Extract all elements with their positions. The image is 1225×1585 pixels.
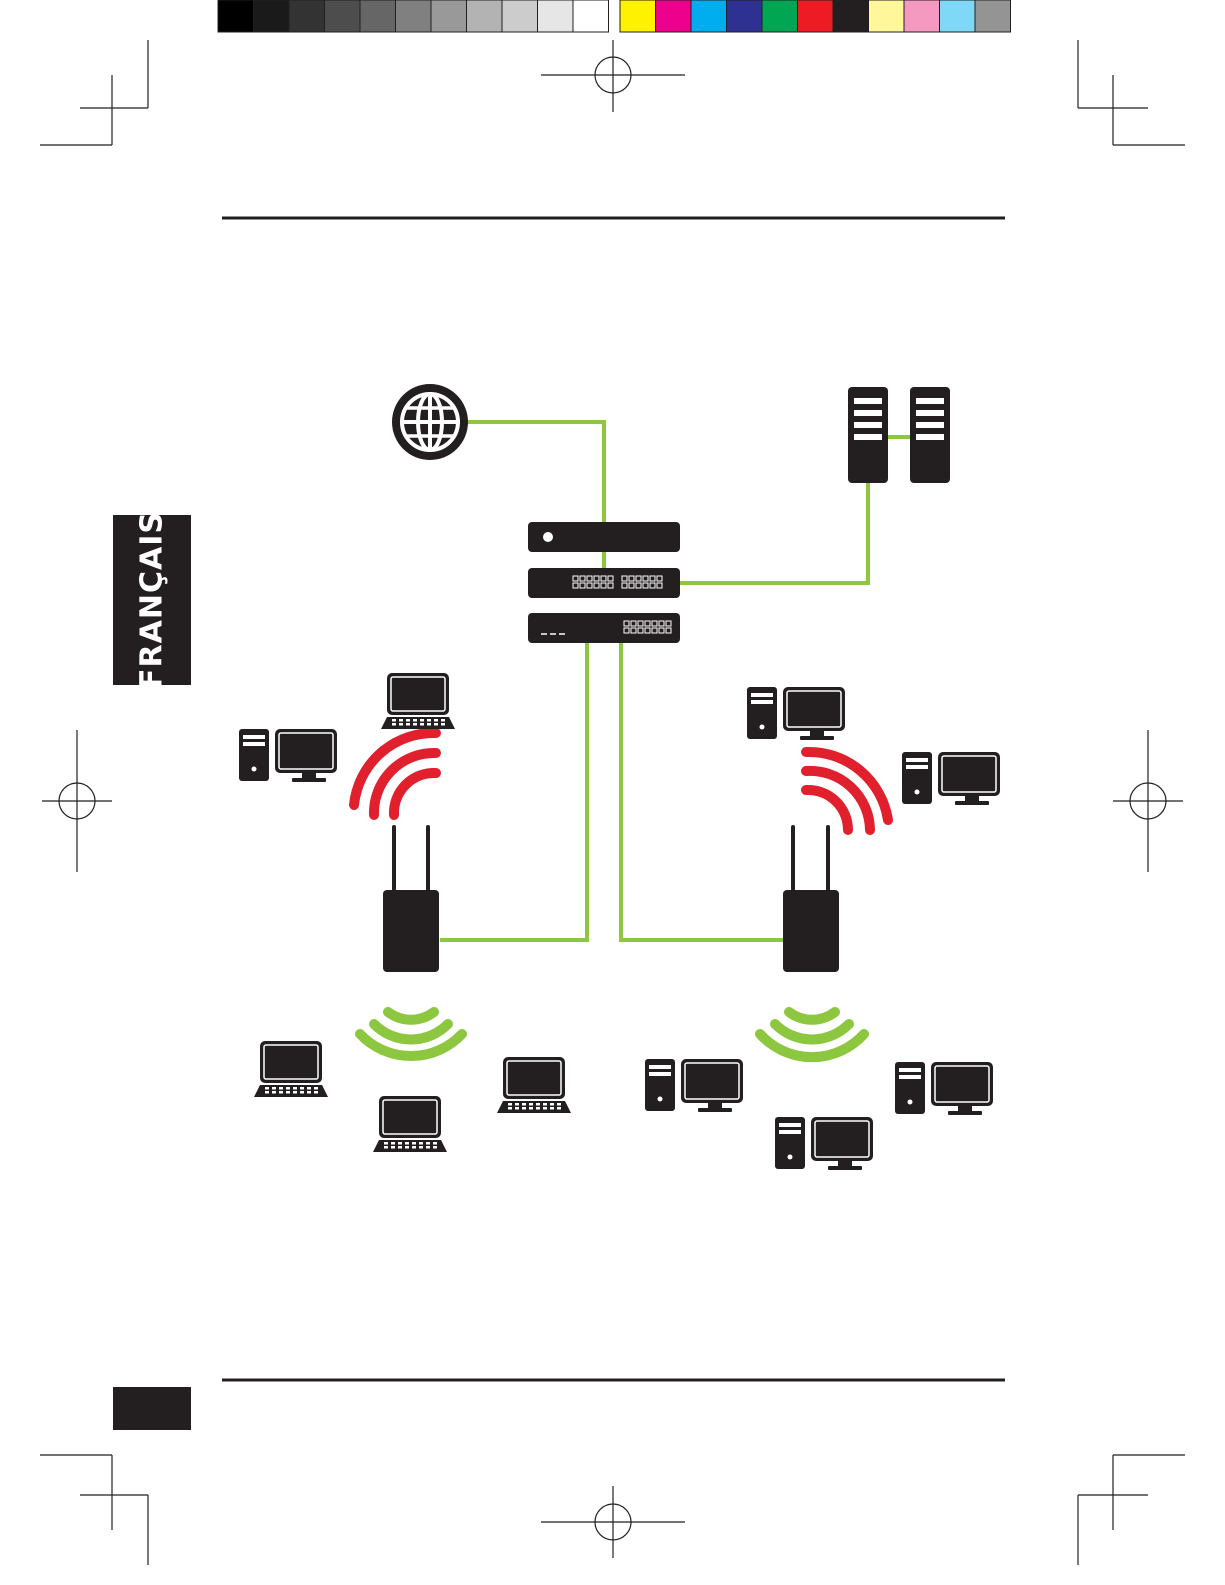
color-swatch bbox=[975, 0, 1011, 32]
gray-swatch bbox=[502, 0, 538, 32]
language-side-tab: FRANÇAIS bbox=[113, 515, 191, 685]
wifi-signal-right-red bbox=[806, 752, 888, 830]
network-links bbox=[440, 422, 910, 940]
gray-swatch bbox=[431, 0, 467, 32]
color-swatch bbox=[656, 0, 692, 32]
page-number-tab bbox=[113, 1387, 191, 1430]
color-swatch bbox=[940, 0, 976, 32]
color-swatch bbox=[691, 0, 727, 32]
gray-swatch bbox=[289, 0, 325, 32]
printer-color-bar bbox=[218, 0, 1011, 32]
registration-mark-left bbox=[42, 730, 112, 872]
gray-swatch bbox=[467, 0, 503, 32]
language-side-tab-label: FRANÇAIS bbox=[135, 511, 170, 689]
gray-swatch bbox=[360, 0, 396, 32]
desktop-icon bbox=[747, 687, 845, 740]
laptop-icon bbox=[497, 1057, 571, 1113]
color-swatch bbox=[833, 0, 869, 32]
laptop-icon bbox=[381, 673, 455, 729]
gray-swatch bbox=[573, 0, 609, 32]
desktop-icon bbox=[902, 752, 1000, 805]
wifi-signal-left-green bbox=[360, 1012, 462, 1056]
access-point-left-icon bbox=[383, 825, 439, 972]
laptop-icon bbox=[373, 1096, 447, 1152]
color-swatch bbox=[904, 0, 940, 32]
desktop-icon bbox=[239, 729, 337, 782]
gray-swatch bbox=[538, 0, 574, 32]
router-icon bbox=[528, 522, 680, 552]
registration-mark-bottom bbox=[541, 1486, 685, 1558]
gray-swatch bbox=[254, 0, 290, 32]
server-right-icon bbox=[910, 387, 950, 483]
crop-marks bbox=[40, 40, 1185, 1565]
laptop-icon bbox=[254, 1041, 328, 1097]
registration-mark-right bbox=[1113, 730, 1183, 872]
desktop-icon bbox=[895, 1062, 993, 1115]
registration-mark-top bbox=[541, 40, 685, 112]
access-point-right-icon bbox=[783, 825, 839, 972]
poe-switch-icon bbox=[528, 613, 680, 643]
gray-swatch bbox=[218, 0, 254, 32]
internet-globe-icon bbox=[392, 384, 468, 460]
server-left-icon bbox=[848, 387, 888, 483]
color-swatch bbox=[762, 0, 798, 32]
gray-swatch bbox=[325, 0, 361, 32]
color-swatch bbox=[727, 0, 763, 32]
link-poe-ap-left bbox=[440, 643, 587, 940]
color-swatch bbox=[869, 0, 905, 32]
gray-swatch bbox=[396, 0, 432, 32]
desktop-icon bbox=[645, 1059, 743, 1112]
link-internet-switch bbox=[465, 422, 604, 583]
desktop-icon bbox=[775, 1117, 873, 1170]
wifi-signal-left-red bbox=[354, 733, 436, 815]
wifi-signal-right-green bbox=[760, 1012, 864, 1057]
color-swatch bbox=[798, 0, 834, 32]
link-server-switch bbox=[680, 482, 868, 583]
switch-icon bbox=[528, 568, 680, 598]
color-swatch bbox=[620, 0, 656, 32]
